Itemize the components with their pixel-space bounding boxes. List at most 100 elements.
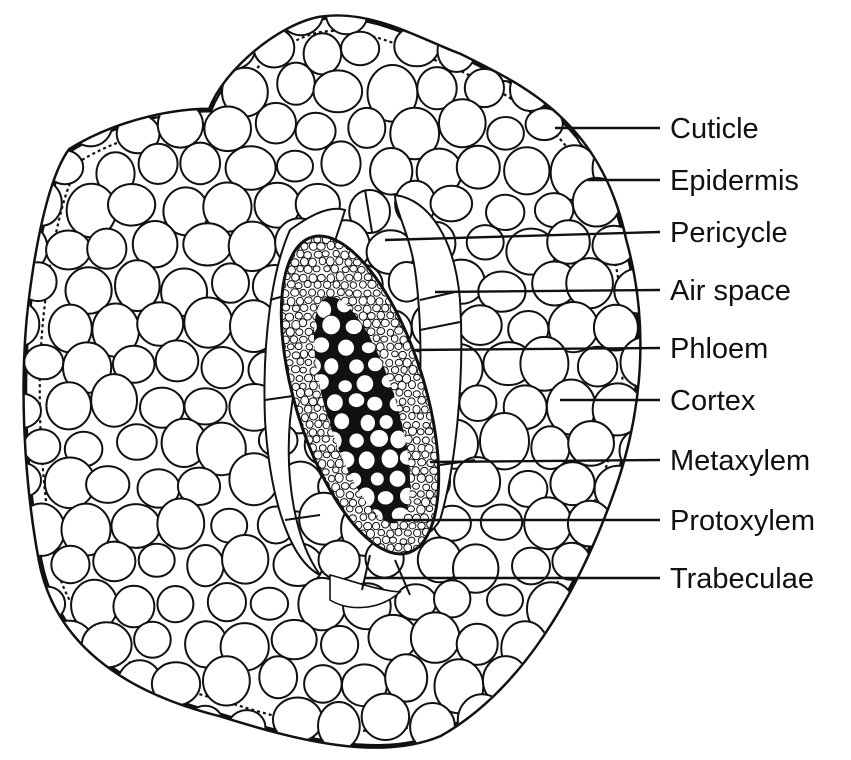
phloem-cell xyxy=(392,351,399,357)
cortex-cell xyxy=(46,382,91,429)
cortex-cell xyxy=(161,27,204,73)
phloem-cell xyxy=(326,257,334,266)
phloem-cell xyxy=(333,250,339,257)
phloem-cell xyxy=(313,266,320,272)
phloem-cell xyxy=(297,266,304,272)
phloem-cell xyxy=(309,289,316,296)
cortex-cell xyxy=(304,665,342,703)
phloem-cell xyxy=(305,359,311,365)
phloem-cell xyxy=(369,513,376,521)
cortex-cell xyxy=(481,505,522,540)
phloem-cell xyxy=(323,452,330,458)
label-epidermis: Epidermis xyxy=(670,165,799,197)
xylem-vessel xyxy=(356,375,374,393)
phloem-cell xyxy=(301,414,308,422)
cortex-cell xyxy=(621,337,668,387)
cortex-cell xyxy=(152,662,200,705)
phloem-cell xyxy=(323,281,331,288)
phloem-cell xyxy=(287,281,295,288)
cortex-cell xyxy=(18,661,66,707)
phloem-cell xyxy=(341,483,349,490)
phloem-cell xyxy=(391,335,398,342)
phloem-cell xyxy=(408,427,416,435)
phloem-cell xyxy=(430,467,438,474)
phloem-cell xyxy=(346,290,353,296)
label-air-space: Air space xyxy=(670,275,791,307)
phloem-cell xyxy=(414,374,421,380)
phloem-cell xyxy=(319,257,326,265)
phloem-cell xyxy=(382,304,389,312)
cortex-cell xyxy=(598,0,641,34)
phloem-cell xyxy=(395,359,402,366)
phloem-cell xyxy=(329,475,335,482)
phloem-cell xyxy=(396,389,403,396)
cortex-cell xyxy=(615,580,658,623)
cortex-cell xyxy=(184,0,230,28)
phloem-cell xyxy=(295,312,302,319)
cortex-cell xyxy=(578,583,622,628)
cortex-cell xyxy=(156,340,199,381)
phloem-cell xyxy=(300,350,307,358)
phloem-cell xyxy=(291,289,299,297)
phloem-cell xyxy=(422,451,429,458)
label-pericycle: Pericycle xyxy=(670,217,788,249)
phloem-cell xyxy=(413,391,420,397)
cortex-cell xyxy=(182,66,221,106)
phloem-cell xyxy=(418,397,426,405)
cortex-cell xyxy=(568,501,612,547)
phloem-cell xyxy=(395,327,403,335)
cortex-cell xyxy=(531,426,569,469)
labels: Cuticle Epidermis Pericycle Air space Ph… xyxy=(670,113,815,595)
cortex-cell xyxy=(348,108,385,148)
phloem-cell xyxy=(409,523,416,529)
label-cortex: Cortex xyxy=(670,385,756,417)
phloem-cell xyxy=(304,281,311,288)
cortex-cell xyxy=(409,0,458,33)
xylem-vessel xyxy=(389,470,406,487)
phloem-cell xyxy=(333,467,339,473)
cortex-cell xyxy=(459,305,502,345)
phloem-cell xyxy=(404,530,411,536)
cortex-cell xyxy=(464,0,501,32)
cortex-cell xyxy=(486,195,524,230)
cortex-cell xyxy=(0,544,37,588)
phloem-cell xyxy=(421,467,428,474)
cortex-cell xyxy=(547,220,590,263)
cortex-cell xyxy=(0,0,34,33)
phloem-cell xyxy=(400,522,408,530)
cortex-cell xyxy=(341,32,379,65)
phloem-cell xyxy=(345,259,352,266)
phloem-cell xyxy=(355,305,361,311)
phloem-cell xyxy=(290,336,297,343)
xylem-vessel xyxy=(322,315,341,335)
phloem-cell xyxy=(313,391,321,398)
phloem-cell xyxy=(295,283,302,289)
phloem-cell xyxy=(349,297,357,305)
cortex-cell xyxy=(487,584,523,615)
phloem-cell xyxy=(420,514,428,523)
phloem-cell xyxy=(304,266,312,274)
cortex-cell xyxy=(621,28,667,70)
cortex-cell xyxy=(18,504,64,556)
phloem-cell xyxy=(363,319,371,327)
phloem-cell xyxy=(418,459,426,466)
cortex-cell xyxy=(65,662,104,696)
cortex-cell xyxy=(24,429,61,463)
phloem-cell xyxy=(377,311,385,319)
cortex-cell xyxy=(568,23,613,64)
phloem-cell xyxy=(286,328,294,337)
xylem-vessel xyxy=(360,414,375,431)
xylem-vessel xyxy=(358,451,375,470)
phloem-cell xyxy=(395,529,402,536)
xylem-vessel xyxy=(370,430,389,448)
cortex-cell xyxy=(113,586,154,628)
phloem-cell xyxy=(359,297,367,306)
xylem-vessel xyxy=(338,380,352,393)
cortex-cell xyxy=(529,659,574,707)
phloem-cell xyxy=(417,413,423,420)
phloem-cell xyxy=(305,389,313,397)
phloem-cell xyxy=(421,406,428,413)
phloem-cell xyxy=(387,312,394,319)
cortex-cell xyxy=(0,695,41,746)
cortex-cell xyxy=(139,144,178,184)
